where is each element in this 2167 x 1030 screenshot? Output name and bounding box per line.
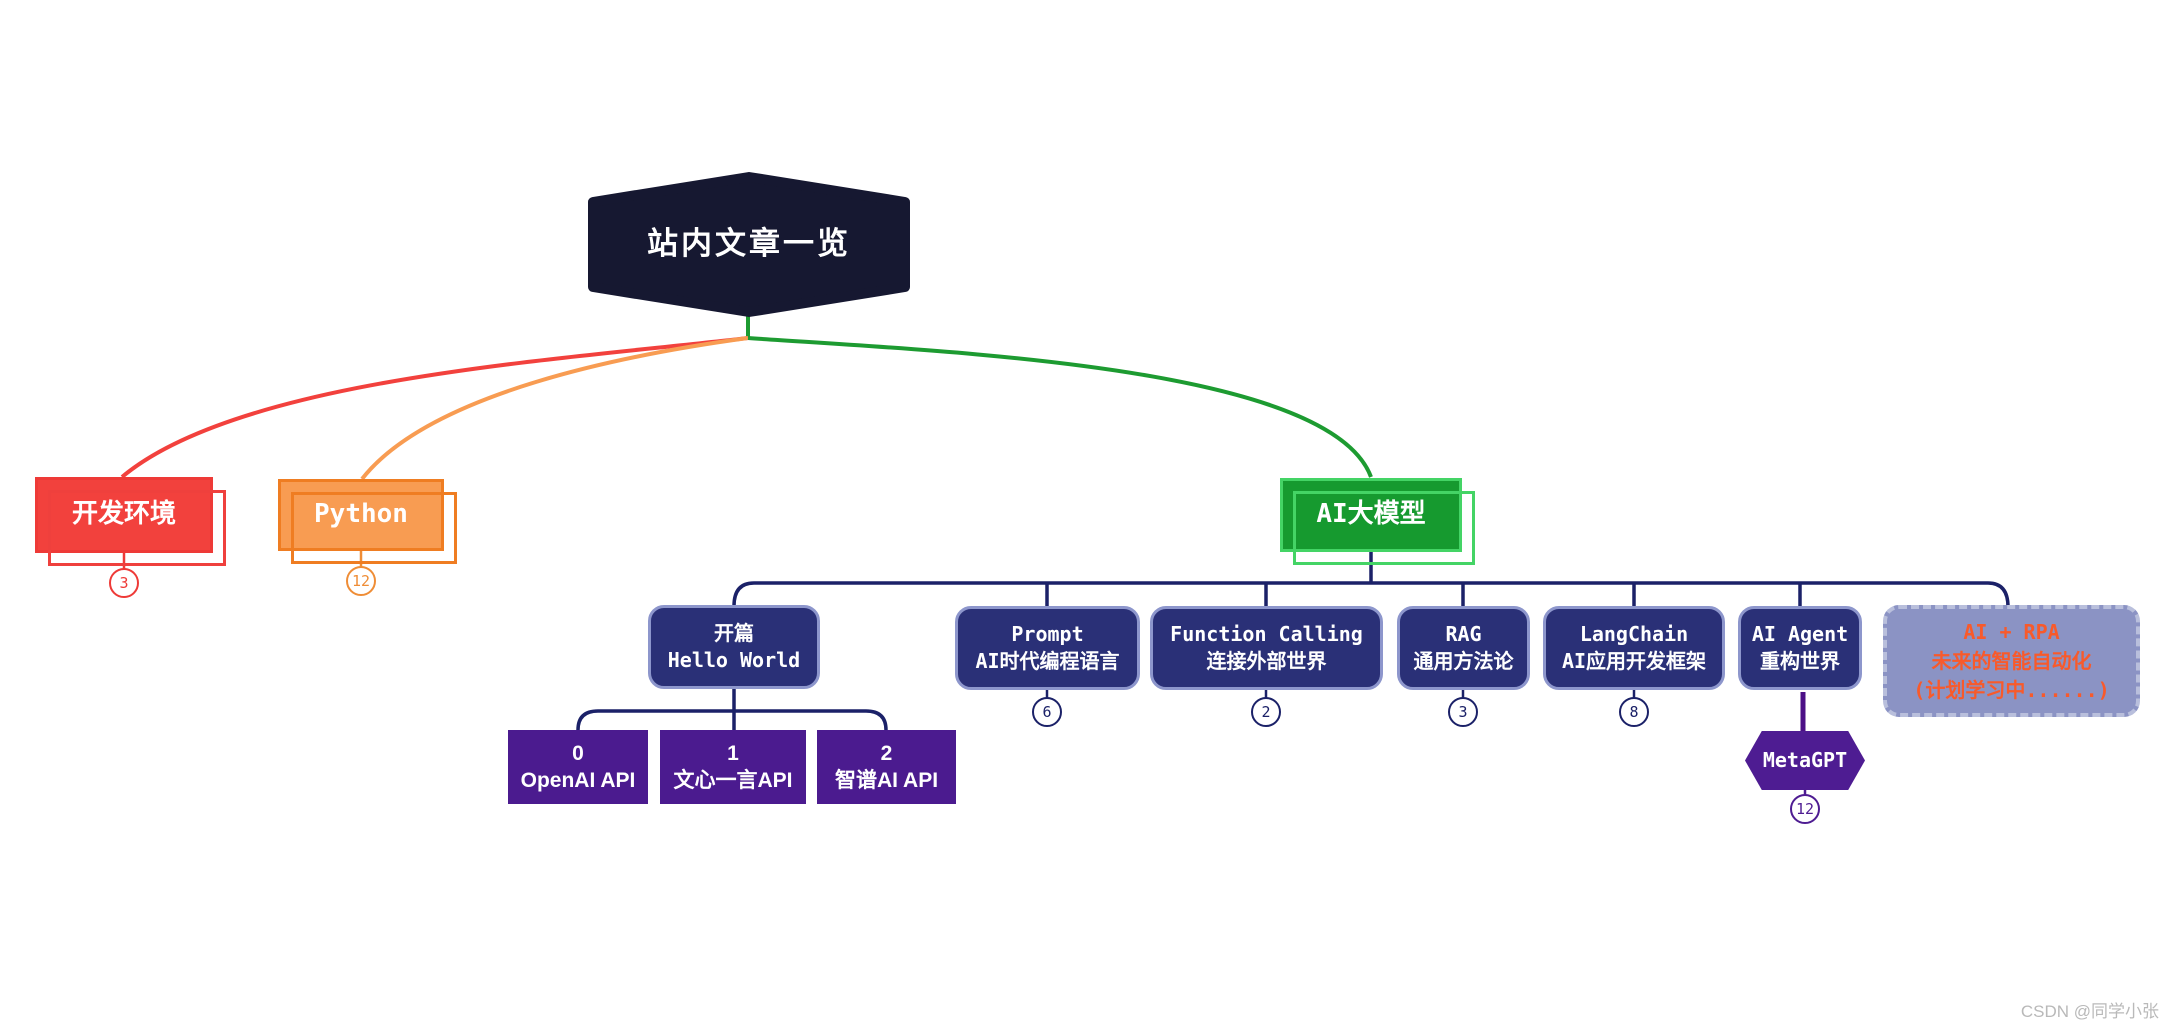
node-ai-agent[interactable]: AI Agent 重构世界 <box>1738 606 1862 690</box>
openai-line2: OpenAI API <box>520 769 636 792</box>
zhipu-line1: 2 <box>880 741 893 765</box>
badge-rag-count[interactable]: 3 <box>1448 697 1478 727</box>
root-label: 站内文章一览 <box>647 225 851 262</box>
ai-agent-line2: 重构世界 <box>1760 649 1840 673</box>
branch-line-python <box>360 336 749 481</box>
root-hexagon-shape <box>588 172 910 317</box>
dev-env-label: 开发环境 <box>71 499 176 530</box>
node-rag[interactable]: RAG 通用方法论 <box>1397 606 1530 690</box>
prompt-line2: AI时代编程语言 <box>975 649 1120 673</box>
rag-line2: 通用方法论 <box>1413 649 1514 673</box>
ai-rpa-line1: AI + RPA <box>1963 619 2060 644</box>
badge-langchain-count[interactable]: 8 <box>1619 697 1649 727</box>
function-calling-line1: Function Calling <box>1170 622 1363 646</box>
badge-python-count[interactable]: 12 <box>346 566 376 596</box>
wenxin-line1: 1 <box>727 741 739 765</box>
openai-line1: 0 <box>572 741 584 765</box>
ai-model-bus <box>732 581 2010 608</box>
node-openai-api[interactable]: 0 OpenAI API <box>508 730 648 804</box>
csdn-watermark: CSDN @同学小张 <box>2020 1002 2159 1021</box>
badge-dev-env-count[interactable]: 3 <box>109 568 139 598</box>
node-langchain[interactable]: LangChain AI应用开发框架 <box>1543 606 1725 690</box>
node-zhipu-api[interactable]: 2 智谱AI API <box>817 730 956 804</box>
badge-metagpt-count[interactable]: 12 <box>1790 794 1820 824</box>
node-python[interactable]: Python <box>278 479 457 564</box>
ai-rpa-line3: (计划学习中......) <box>1913 677 2110 702</box>
branch-line-ai-model <box>747 336 1373 478</box>
langchain-line2: AI应用开发框架 <box>1561 649 1707 673</box>
node-ai-rpa-planned[interactable]: AI + RPA 未来的智能自动化 (计划学习中......) <box>1883 605 2140 717</box>
node-ai-model[interactable]: AI大模型 <box>1280 478 1475 565</box>
ai-model-label: AI大模型 <box>1316 499 1426 530</box>
branch-line-dev-env <box>120 336 749 479</box>
kaipian-line1: 开篇 <box>714 621 754 645</box>
metagpt-label: MetaGPT <box>1762 748 1848 772</box>
zhipu-line2: 智谱AI API <box>834 769 939 792</box>
python-label: Python <box>314 499 408 530</box>
kaipian-line2: Hello World <box>667 648 801 672</box>
node-metagpt[interactable]: MetaGPT <box>1745 731 1865 790</box>
node-dev-env[interactable]: 开发环境 <box>35 477 226 566</box>
node-root[interactable]: 站内文章一览 <box>588 172 910 317</box>
prompt-line1: Prompt <box>1011 622 1084 646</box>
wenxin-line2: 文心一言API <box>673 769 793 792</box>
ai-agent-line1: AI Agent <box>1751 622 1849 646</box>
kaipian-bus <box>576 709 888 731</box>
node-kaipian[interactable]: 开篇 Hello World <box>648 605 820 689</box>
langchain-line1: LangChain <box>1579 622 1689 646</box>
rag-line1: RAG <box>1445 622 1482 646</box>
function-calling-line2: 连接外部世界 <box>1206 649 1327 673</box>
badge-function-calling-count[interactable]: 2 <box>1251 697 1281 727</box>
node-prompt[interactable]: Prompt AI时代编程语言 <box>955 606 1140 690</box>
node-wenxin-api[interactable]: 1 文心一言API <box>660 730 806 804</box>
badge-prompt-count[interactable]: 6 <box>1032 697 1062 727</box>
ai-rpa-line2: 未来的智能自动化 <box>1931 648 2092 673</box>
node-function-calling[interactable]: Function Calling 连接外部世界 <box>1150 606 1383 690</box>
